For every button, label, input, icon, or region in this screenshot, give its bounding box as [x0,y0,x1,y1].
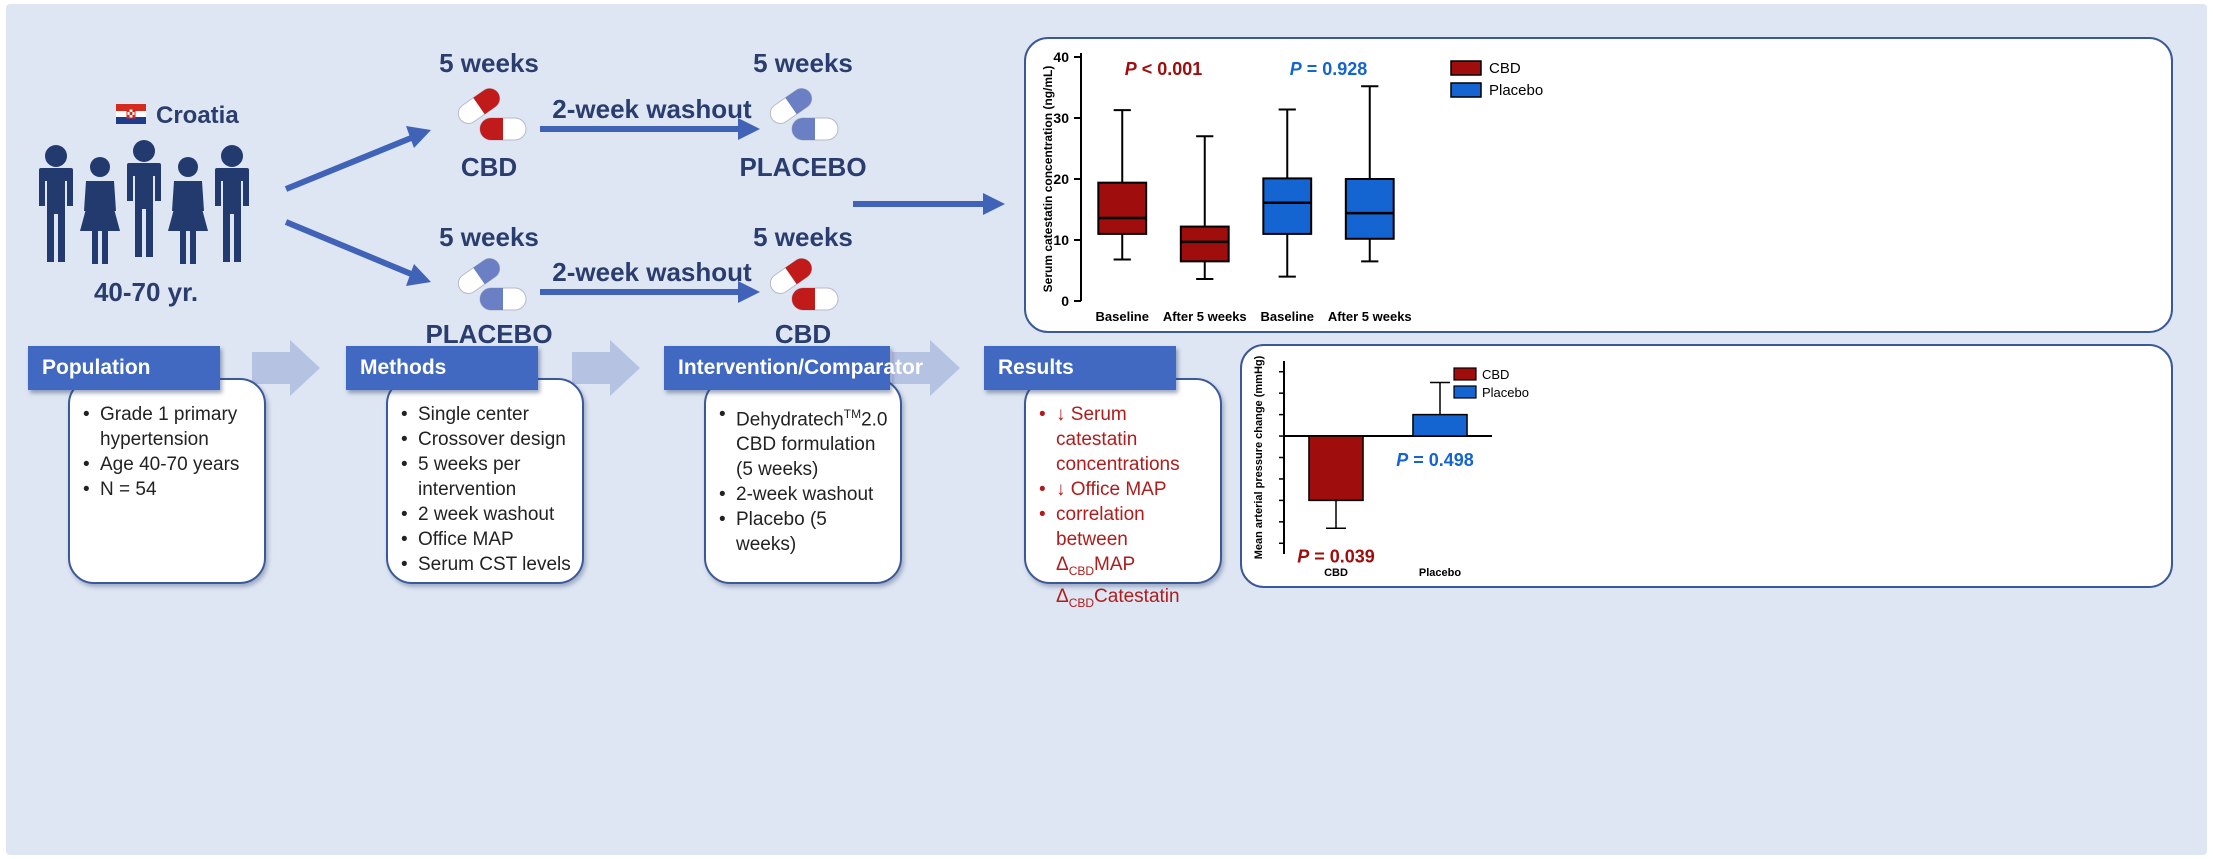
x-tick-label: After 5 weeks [1328,309,1412,324]
population-header: Population [28,346,220,390]
legend-label: Placebo [1482,385,1529,400]
box [1097,181,1148,235]
split-arrows [284,126,431,286]
cbd-pills-icon [457,88,527,141]
population-item: N = 54 [80,477,256,502]
flow-arrow-3 [892,340,960,396]
methods-item: Crossover design [398,427,574,452]
p-value-annotation: P < 0.001 [1125,59,1203,79]
top-washout-arrow [540,118,760,140]
legend-swatch [1453,367,1477,381]
intervention-item: Placebo (5 weeks) [716,507,892,557]
results-header: Results [984,346,1176,390]
age-range-label: 40-70 yr. [93,277,199,307]
x-tick-label: Placebo [1419,567,1461,579]
cbd-pills-icon [769,258,839,311]
x-tick-label: Baseline [1261,309,1314,324]
y-axis-title: Serum catestatin concentration (ng/mL) [1041,66,1055,293]
methods-item: Serum CST levels [398,552,574,577]
bottom-second-duration: 5 weeks [753,222,853,252]
y-tick-label: 0 [1061,293,1069,309]
legend-label: CBD [1482,367,1509,382]
croatia-flag-icon [116,104,146,124]
top-second-treatment: PLACEBO [739,152,867,182]
flow-arrow-1 [252,340,320,396]
box [1262,177,1313,235]
x-tick-label: Baseline [1096,309,1149,324]
legend-label: Placebo [1489,82,1543,99]
legend-swatch [1453,385,1477,399]
top-second-duration: 5 weeks [753,48,853,78]
population-people-icon [39,140,249,264]
intervention-item: DehydratechTM2.0 CBD formulation (5 week… [716,402,892,482]
to-results-arrow [853,193,1005,215]
intervention-card: DehydratechTM2.0 CBD formulation (5 week… [704,378,902,584]
x-tick-label: CBD [1324,567,1348,579]
x-tick-label: After 5 weeks [1163,309,1247,324]
intervention-item: 2-week washout [716,482,892,507]
legend-swatch [1450,60,1482,76]
p-value-annotation: P = 0.928 [1290,59,1368,79]
bottom-first-duration: 5 weeks [439,222,539,252]
placebo-pills-icon [457,258,527,311]
top-first-duration: 5 weeks [439,48,539,78]
y-tick-label: 30 [1053,110,1069,126]
y-tick-label: 20 [1053,171,1069,187]
y-axis-title: Mean arterial pressure change (mmHg) [1253,355,1265,559]
bottom-first-treatment: PLACEBO [425,319,553,349]
methods-card: Single center Crossover design 5 weeks p… [386,378,584,584]
intervention-header: Intervention/Comparator [664,346,923,390]
flow-arrow-2 [572,340,640,396]
legend-label: CBD [1489,60,1521,77]
top-first-treatment: CBD [460,152,518,182]
population-item: Age 40-70 years [80,452,256,477]
box [1179,225,1230,263]
down-arrow-icon: ↓ [1056,404,1066,425]
bottom-washout-arrow [540,281,760,303]
results-card: ↓ Serum catestatin concentrations ↓ Offi… [1024,378,1222,610]
methods-item: 5 weeks per intervention [398,452,574,502]
y-tick-label: 10 [1053,232,1069,248]
bar [1308,435,1364,502]
country-label: Croatia [156,102,239,129]
methods-item: Office MAP [398,527,574,552]
p-value-annotation: P = 0.039 [1297,547,1375,567]
bottom-washout-label: 2-week washout [552,257,752,287]
legend-swatch [1450,82,1482,98]
population-item: Grade 1 primary hypertension [80,402,256,452]
methods-item: 2 week washout [398,502,574,527]
p-value-annotation: P = 0.498 [1396,450,1474,470]
results-item: ↓ Serum catestatin concentrations [1036,402,1212,477]
methods-header: Methods [346,346,538,390]
bottom-second-treatment: CBD [774,319,832,349]
placebo-pills-icon [769,88,839,141]
methods-item: Single center [398,402,574,427]
down-arrow-icon: ↓ [1056,479,1066,500]
graphical-abstract: Croatia 40-70 yr. [6,4,2207,855]
y-tick-label: 40 [1053,49,1069,65]
population-card: Grade 1 primary hypertension Age 40-70 y… [68,378,266,584]
box [1344,178,1395,240]
bar [1412,413,1468,437]
top-washout-label: 2-week washout [552,94,752,124]
results-item: ↓ Office MAP [1036,477,1212,502]
